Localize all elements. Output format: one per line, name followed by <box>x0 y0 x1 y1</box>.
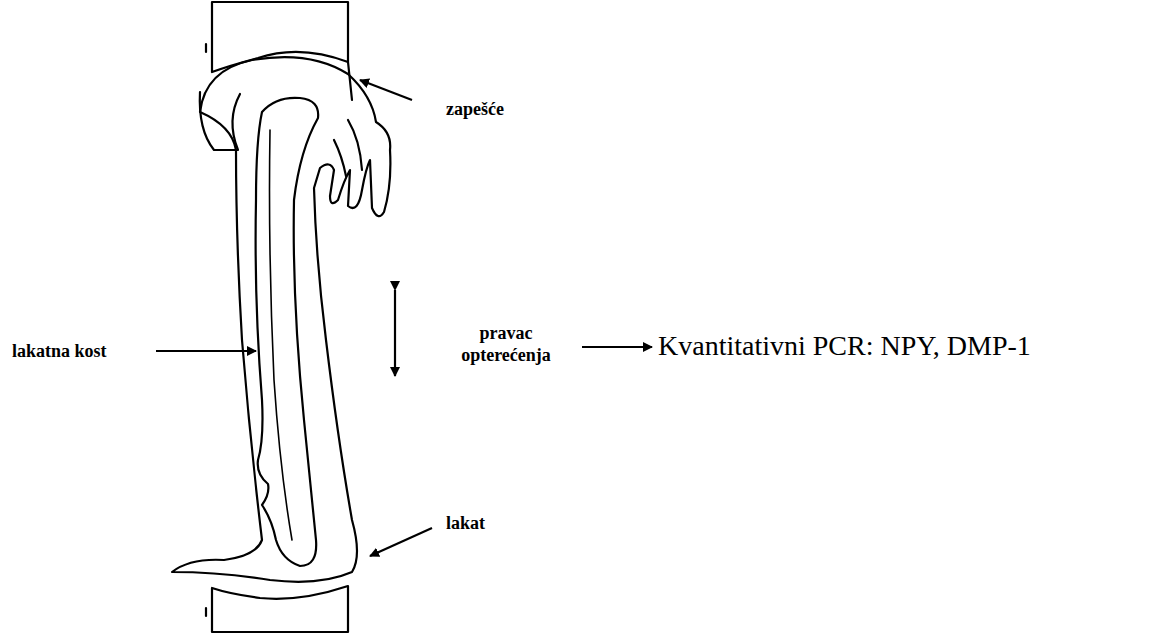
part-label: lakat <box>446 512 485 534</box>
platen-tick <box>205 608 207 616</box>
leader-arrow <box>156 350 256 352</box>
finger-crease <box>334 140 346 176</box>
part-label: zapešće <box>446 98 504 120</box>
load-direction-arrow <box>394 290 396 376</box>
leader-arrow <box>360 80 412 100</box>
leader-arrow <box>370 528 432 556</box>
load-direction-label: pravac opterećenja <box>441 322 571 366</box>
wrist-cup-right <box>348 62 352 100</box>
platen-tick <box>205 44 207 52</box>
result-arrow <box>582 346 652 348</box>
method-label: Kvantitativni PCR: NPY, DMP-1 <box>658 330 1031 362</box>
ulna-bone <box>256 98 319 566</box>
part-label: lakatna kost <box>12 340 107 362</box>
forearm-outline <box>172 57 390 582</box>
bottom-platen <box>212 586 348 632</box>
top-platen <box>212 2 348 72</box>
ulna-inner-line <box>270 130 293 540</box>
finger-crease <box>348 120 362 170</box>
